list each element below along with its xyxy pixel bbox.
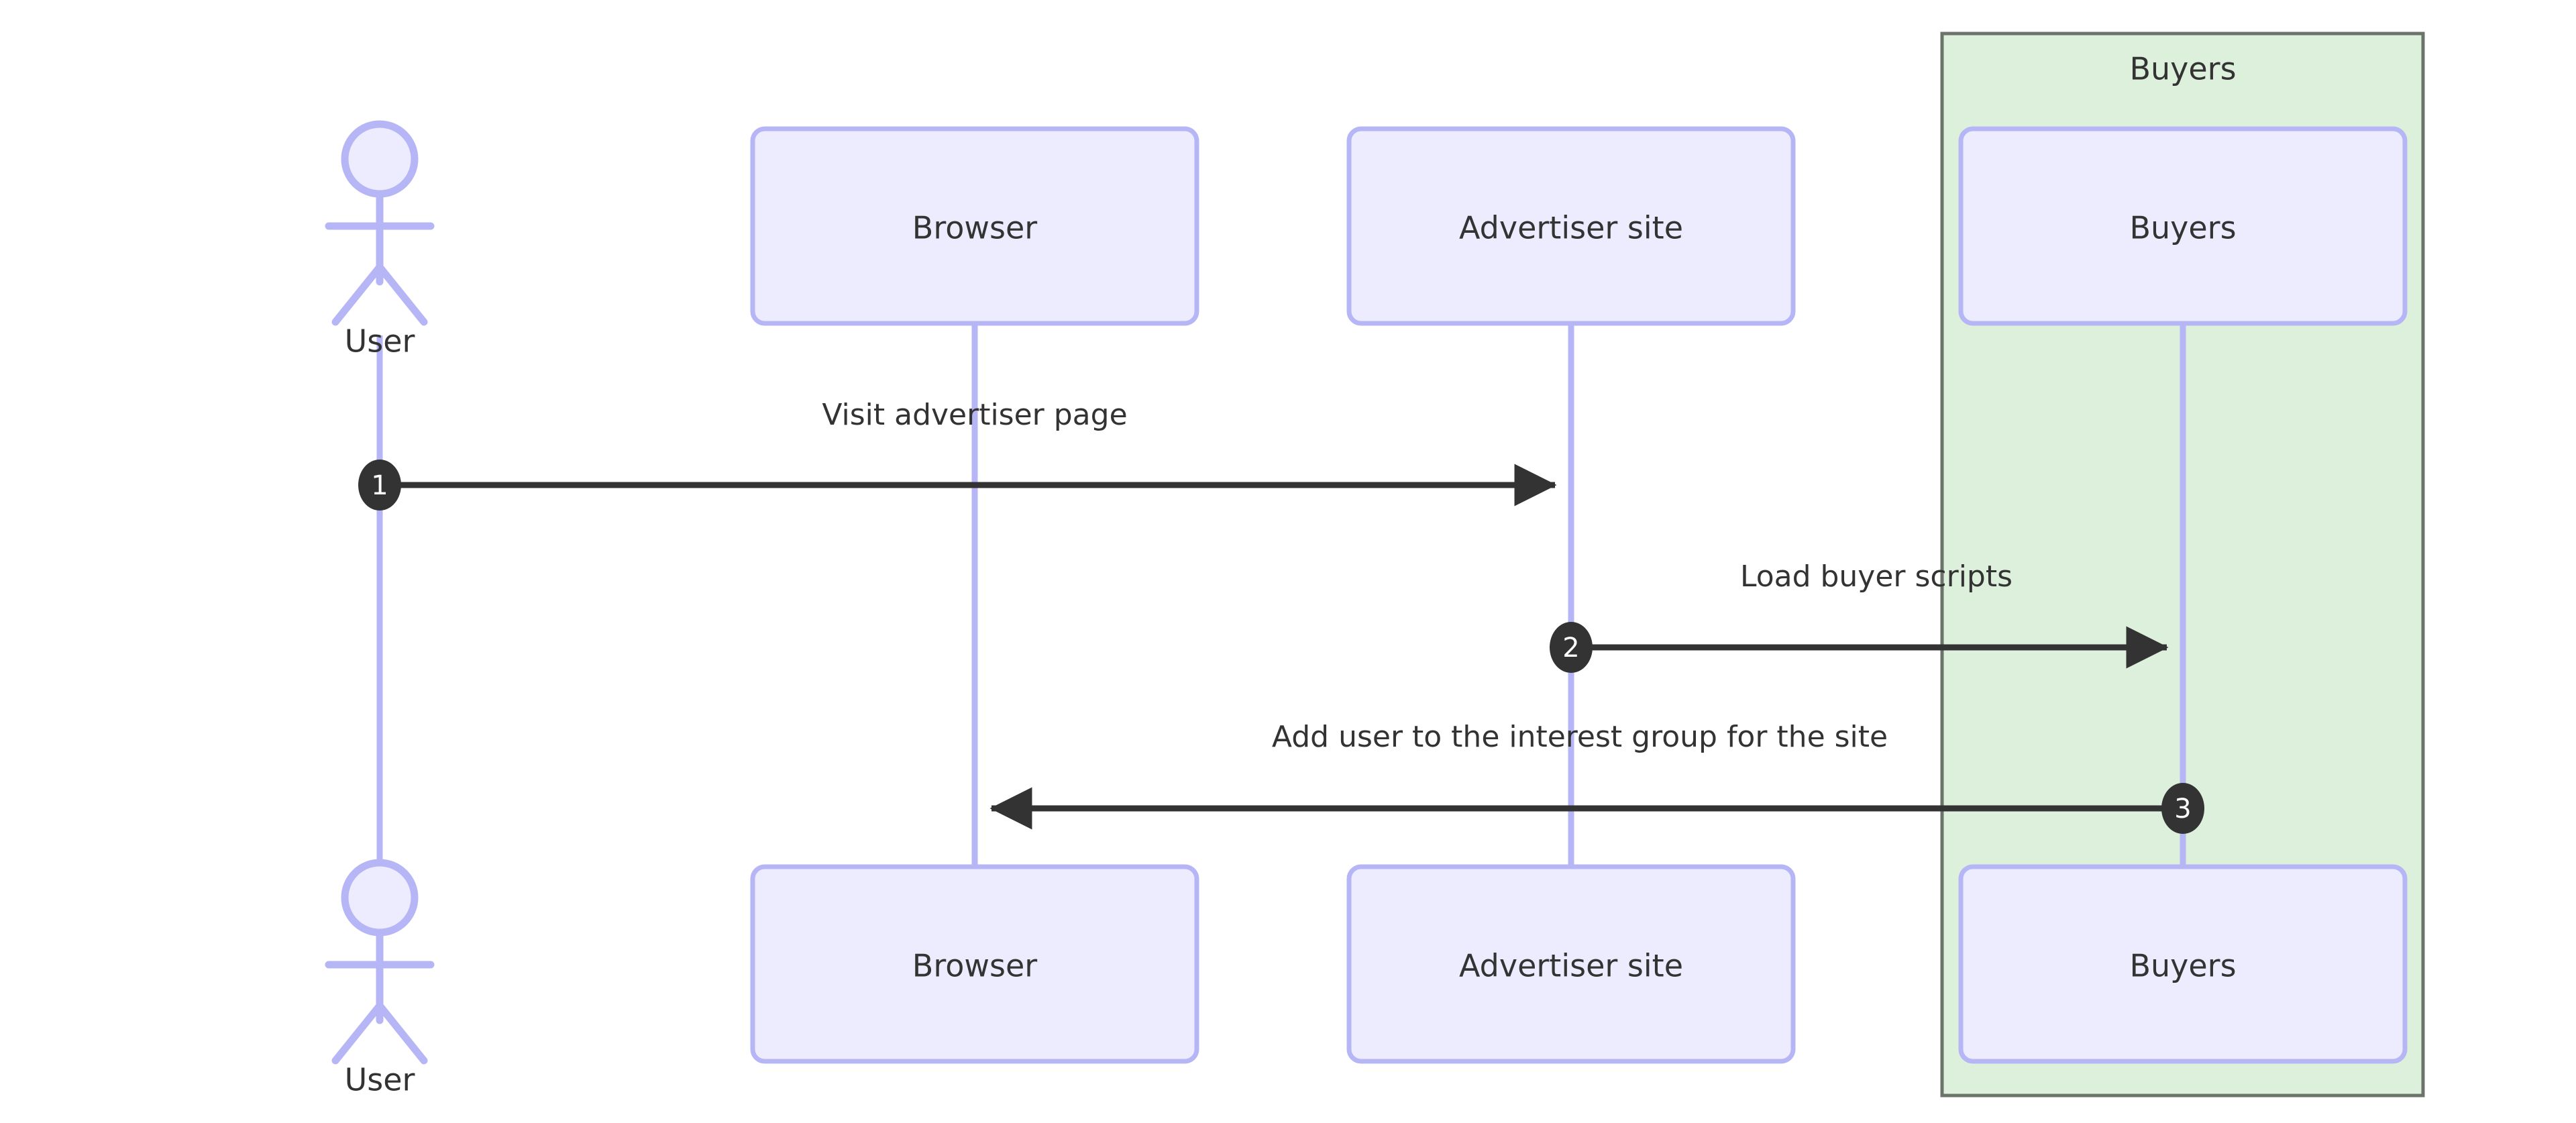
message-3-sequence-number: 3 xyxy=(2174,794,2191,824)
participant-box xyxy=(750,126,1199,326)
participant-label: Buyers xyxy=(2129,948,2236,984)
actor-label: User xyxy=(345,323,415,360)
participant-label: Advertiser site xyxy=(1459,948,1683,984)
actor-user-top[interactable]: User xyxy=(325,120,435,360)
message-2-sequence-marker xyxy=(1550,622,1593,673)
participant-advertiser-site-top[interactable]: Advertiser site xyxy=(1346,126,1796,326)
message-2[interactable]: Load buyer scripts 2 xyxy=(1550,559,2169,673)
lifelines xyxy=(376,323,2186,867)
participant-buyers-top[interactable]: Buyers xyxy=(1958,126,2408,326)
message-1-sequence-marker xyxy=(358,460,401,511)
group-box-label: Buyers xyxy=(2129,51,2236,87)
message-2-label: Load buyer scripts xyxy=(1740,559,2012,594)
actor-user-bottom[interactable]: User xyxy=(325,859,435,1098)
actor-label: User xyxy=(345,1062,415,1098)
message-2-sequence-number: 2 xyxy=(1562,633,1579,663)
message-3-sequence-marker xyxy=(2161,783,2204,834)
participant-label: Browser xyxy=(912,210,1037,246)
message-1-sequence-number: 1 xyxy=(371,470,388,501)
participant-box xyxy=(1346,864,1796,1064)
stick-figure-icon xyxy=(325,859,435,1065)
participant-box xyxy=(1346,126,1796,326)
message-1[interactable]: Visit advertiser page 1 xyxy=(358,398,1557,511)
message-1-label: Visit advertiser page xyxy=(822,398,1127,432)
participant-browser-bottom[interactable]: Browser xyxy=(750,864,1199,1064)
participant-label: Buyers xyxy=(2129,210,2236,246)
message-3[interactable]: Add user to the interest group for the s… xyxy=(989,720,2204,834)
participant-advertiser-site-bottom[interactable]: Advertiser site xyxy=(1346,864,1796,1064)
participant-box xyxy=(1958,864,2408,1064)
participant-browser-top[interactable]: Browser xyxy=(750,126,1199,326)
participant-buyers-bottom[interactable]: Buyers xyxy=(1958,864,2408,1064)
participant-box xyxy=(1958,126,2408,326)
message-3-label: Add user to the interest group for the s… xyxy=(1272,720,1888,754)
participant-label: Browser xyxy=(912,948,1037,984)
participant-box xyxy=(750,864,1199,1064)
stick-figure-icon xyxy=(325,120,435,326)
participant-label: Advertiser site xyxy=(1459,210,1683,246)
